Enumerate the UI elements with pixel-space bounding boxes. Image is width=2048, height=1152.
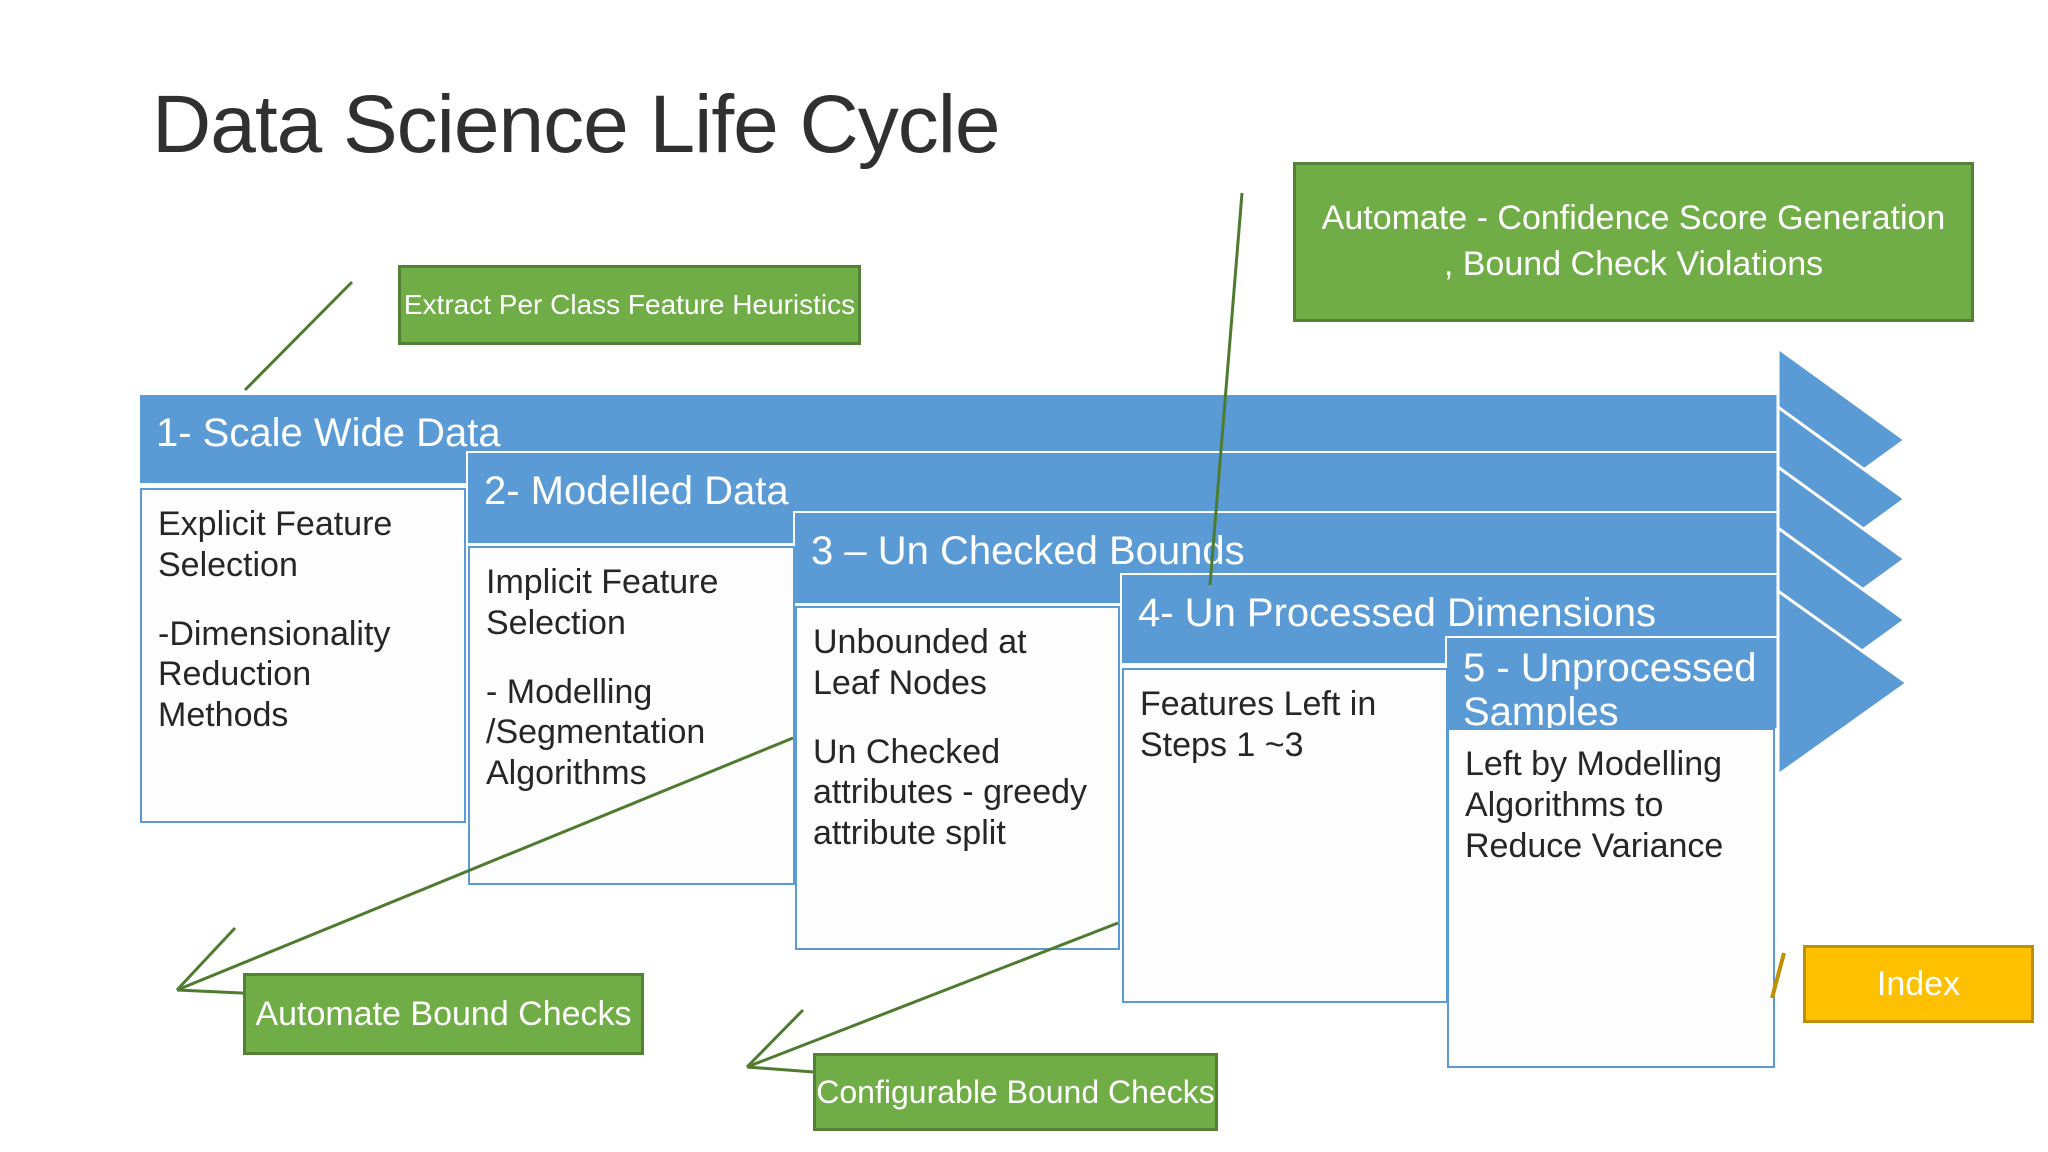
banner-label: 5 - Unprocessed Samples: [1463, 646, 1757, 734]
callout-confidence-score: Automate - Confidence Score Generation ,…: [1293, 162, 1974, 322]
banner-label: 1- Scale Wide Data: [156, 411, 501, 455]
note-text: Features Left in Steps 1 ~3: [1140, 685, 1377, 764]
note-card-2: Implicit Feature Selection - Modelling /…: [468, 546, 795, 885]
callout-configurable-bound-checks: Configurable Bound Checks: [813, 1053, 1218, 1131]
slide-title: Data Science Life Cycle: [152, 79, 1001, 170]
note-text: Left by Modelling Algorithms to Reduce V…: [1465, 745, 1724, 865]
note-card-4: Features Left in Steps 1 ~3: [1122, 668, 1448, 1003]
process-arrowhead-1: [1776, 345, 1908, 535]
note-text: Un Checked attributes - greedy attribute…: [813, 732, 1088, 853]
banner-label: 2- Modelled Data: [484, 469, 789, 513]
connector-line-extract: [243, 280, 354, 392]
callout-extract-heuristics: Extract Per Class Feature Heuristics: [398, 265, 861, 345]
callout-label: Extract Per Class Feature Heuristics: [403, 289, 856, 320]
callout-automate-bound-checks: Automate Bound Checks: [243, 973, 644, 1055]
note-card-5: Left by Modelling Algorithms to Reduce V…: [1447, 728, 1775, 1068]
callout-label-line2: , Bound Check Violations: [1443, 245, 1824, 283]
index-button[interactable]: Index: [1803, 945, 2034, 1023]
callout-label-line1: Automate - Confidence Score Generation: [1321, 199, 1946, 238]
banner-label: 4- Un Processed Dimensions: [1138, 591, 1656, 635]
process-arrowhead-3: [1776, 464, 1908, 654]
note-text: Unbounded at Leaf Nodes: [813, 623, 1027, 702]
process-arrowhead-4: [1776, 525, 1908, 715]
banner-label: 3 – Un Checked Bounds: [811, 529, 1245, 573]
note-card-3: Unbounded at Leaf Nodes Un Checked attri…: [795, 606, 1120, 950]
callout-label: Configurable Bound Checks: [816, 1073, 1215, 1110]
index-button-label: Index: [1876, 964, 1961, 1003]
note-text: - Modelling /Segmentation Algorithms: [486, 672, 706, 793]
process-arrowhead-5: [1776, 588, 1910, 778]
note-text: Explicit Feature Selection: [158, 505, 393, 584]
note-card-1: Explicit Feature Selection -Dimensionali…: [140, 488, 466, 823]
note-text: -Dimensionality Reduction Methods: [158, 614, 391, 735]
process-banner-5: 5 - Unprocessed Samples: [1445, 636, 1780, 734]
note-text: Implicit Feature Selection: [486, 563, 719, 642]
callout-label: Automate Bound Checks: [255, 994, 632, 1033]
process-arrowhead-2: [1776, 404, 1908, 594]
